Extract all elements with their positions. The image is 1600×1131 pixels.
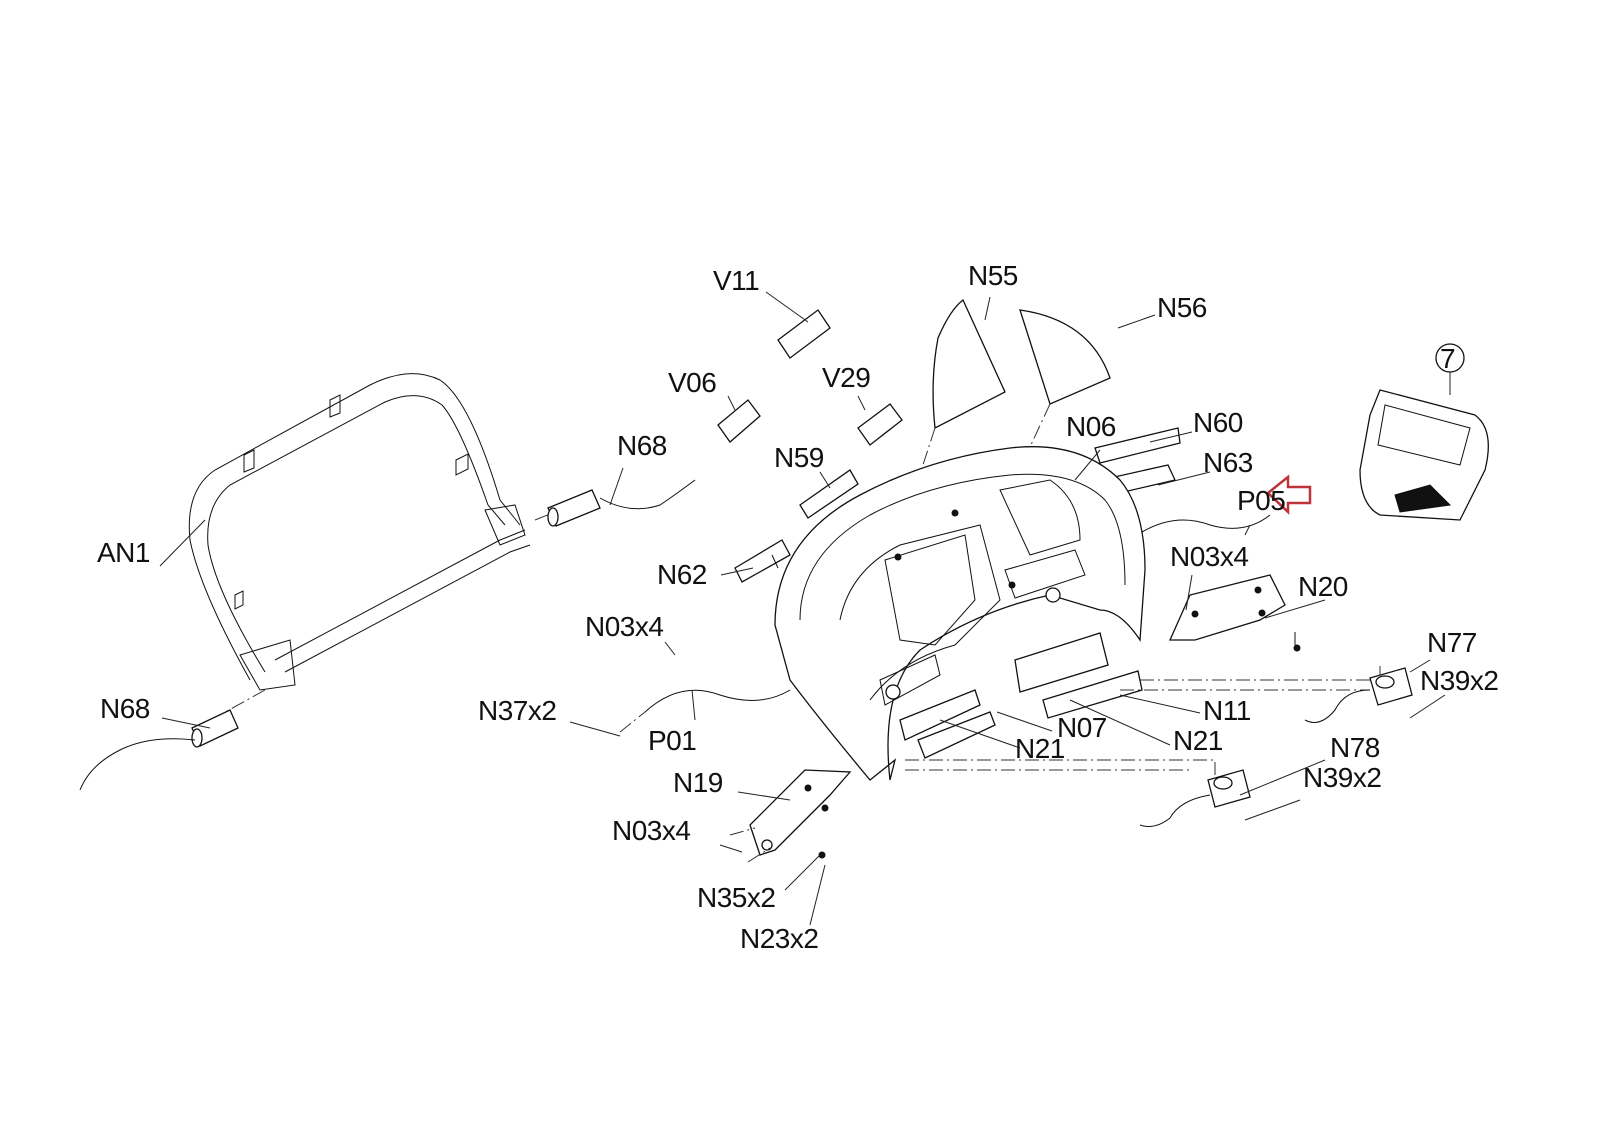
label-item-7: 7 (1440, 343, 1455, 374)
label-n06: N06 (1066, 411, 1116, 442)
label-n39x2-bottom: N39x2 (1303, 762, 1381, 793)
label-n77: N77 (1427, 627, 1477, 658)
part-n68-bottom (79, 709, 239, 791)
label-an1: AN1 (97, 537, 150, 568)
speaker-n77 (1304, 667, 1413, 723)
console-inserts (899, 632, 1381, 775)
label-n37x2: N37x2 (478, 695, 556, 726)
label-n11: N11 (1203, 695, 1251, 726)
highlight-arrow-icon (1266, 474, 1312, 515)
label-n55: N55 (968, 260, 1018, 291)
label-n39x2-top: N39x2 (1420, 665, 1498, 696)
label-n19: N19 (673, 767, 723, 798)
part-n20 (1168, 574, 1301, 652)
label-p01: P01 (648, 725, 696, 756)
label-n21-left: N21 (1015, 733, 1065, 764)
label-v29: V29 (822, 362, 870, 393)
label-n07: N07 (1057, 712, 1107, 743)
label-p05: P05 (1237, 485, 1285, 516)
decals (717, 309, 903, 583)
part-p01 (619, 689, 791, 733)
label-n03x4-right: N03x4 (1170, 541, 1248, 572)
part-n19 (729, 769, 852, 863)
label-n35x2: N35x2 (697, 882, 775, 913)
label-n59: N59 (774, 442, 824, 473)
speaker-n78 (1139, 769, 1251, 827)
label-n21-right: N21 (1173, 725, 1223, 756)
console-shell (774, 446, 1146, 781)
label-n03x4-bottom: N03x4 (612, 815, 690, 846)
label-n56: N56 (1157, 292, 1207, 323)
label-n63: N63 (1203, 447, 1253, 478)
leader-lines (159, 291, 1446, 926)
label-n78: N78 (1330, 732, 1380, 763)
part-n68-top (547, 479, 696, 527)
label-n62: N62 (657, 559, 707, 590)
callout-labels: V11 V06 V29 N55 N56 N06 N60 N63 P05 N68 … (97, 260, 1499, 954)
label-n23x2: N23x2 (740, 923, 818, 954)
label-n20: N20 (1298, 571, 1348, 602)
label-n03x4-left: N03x4 (585, 611, 663, 642)
label-n68-top: N68 (617, 430, 667, 461)
label-v06: V06 (668, 367, 716, 398)
console-unit-7 (1359, 343, 1489, 521)
frame-an1 (188, 373, 556, 716)
part-p05 (1129, 474, 1312, 541)
label-n60: N60 (1193, 407, 1243, 438)
label-n68-bottom: N68 (100, 693, 150, 724)
label-v11: V11 (713, 265, 759, 296)
